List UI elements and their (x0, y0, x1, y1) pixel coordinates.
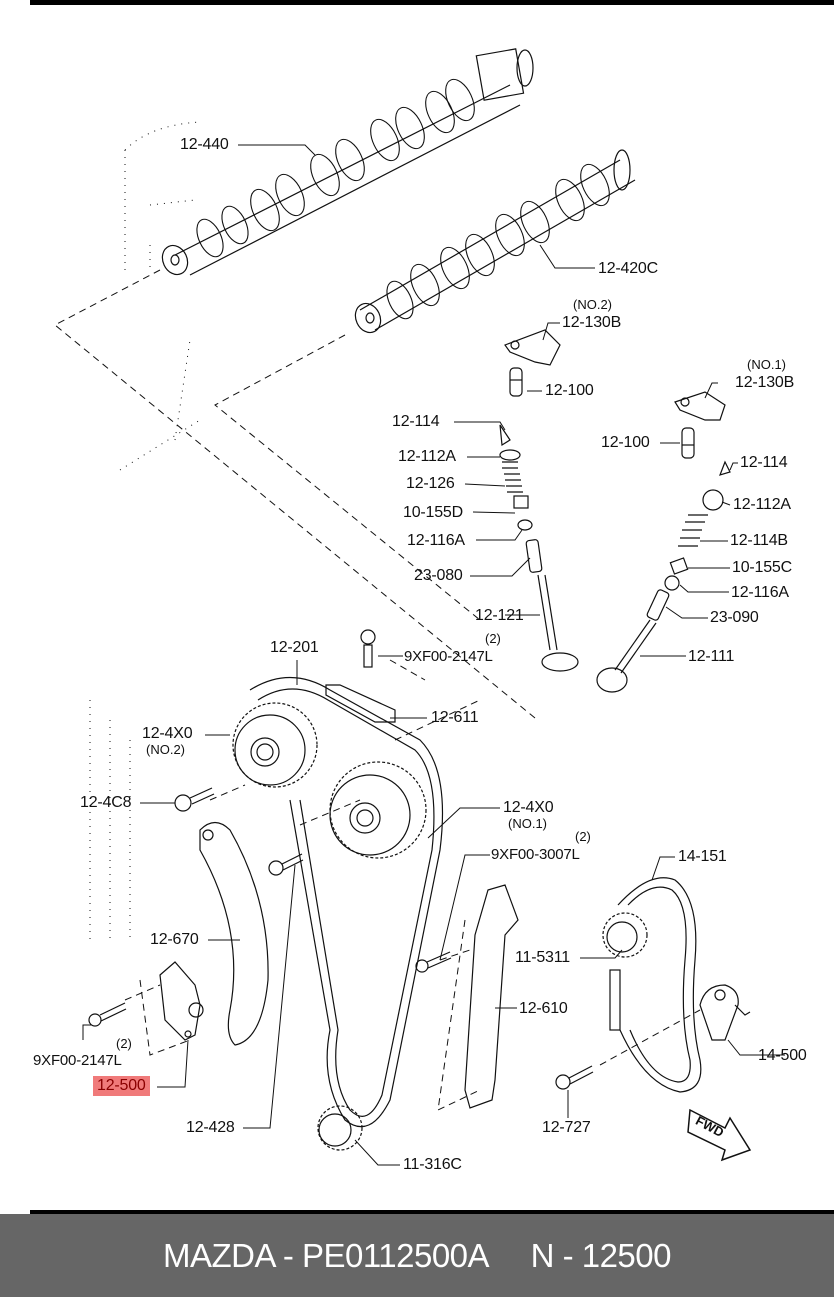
guide-lines (54, 269, 701, 1111)
label-12-4x0-no2[interactable]: 12-4X0 (142, 725, 193, 742)
label-12-4x0-no1[interactable]: 12-4X0 (503, 799, 554, 816)
bolt-12-4c8-drawing (174, 787, 215, 812)
label-12-111[interactable]: 12-111 (688, 648, 735, 665)
top-border (30, 0, 834, 5)
rocker-arm-no1-drawing (674, 391, 726, 421)
dotted-lines (89, 121, 201, 940)
valve-stack-left-drawing (499, 424, 579, 672)
bolt-3007l-drawing (415, 951, 452, 973)
footer-part-info: MAZDA - PE0112500A N - 12500 (162, 1236, 672, 1274)
label-12-201[interactable]: 12-201 (270, 639, 319, 656)
oil-pump-chain-14-151-drawing (617, 877, 702, 1093)
bolt-lower-left-drawing (88, 1002, 127, 1027)
lash-adjuster-b-drawing (681, 427, 695, 459)
label-9xf00-2147l-b[interactable]: 9XF00-2147L (33, 1052, 122, 1069)
diagram-drawing (54, 48, 785, 1166)
fwd-arrow-icon (687, 1108, 752, 1162)
label-12-116a-b[interactable]: 12-116A (731, 584, 789, 601)
label-14-500[interactable]: 14-500 (758, 1047, 807, 1064)
tensioner-arm-12-670-drawing (199, 821, 269, 1046)
label-12-428[interactable]: 12-428 (186, 1119, 235, 1136)
label-23-090[interactable]: 23-090 (710, 609, 759, 626)
label-12-100-a[interactable]: 12-100 (545, 382, 594, 399)
sprocket-no2-drawing (232, 702, 318, 788)
label-12-121[interactable]: 12-121 (475, 607, 524, 624)
label-12-130b-no1[interactable]: 12-130B (735, 374, 795, 391)
label-12-727[interactable]: 12-727 (542, 1119, 591, 1136)
label-12-611[interactable]: 12-611 (431, 709, 479, 726)
label-12-114-a[interactable]: 12-114 (392, 413, 440, 430)
camshaft-12-420c-drawing (354, 149, 636, 334)
label-10-155d[interactable]: 10-155D (403, 504, 463, 521)
label-12-114-b[interactable]: 12-114 (740, 454, 788, 471)
lash-adjuster-a-drawing (509, 367, 523, 397)
label-12-670[interactable]: 12-670 (150, 931, 199, 948)
sprocket-11-5311-drawing (602, 912, 648, 1031)
label-no2-sprocket: (NO.2) (146, 742, 185, 757)
chain-guide-12-611-drawing (325, 684, 396, 723)
label-no2-rocker: (NO.2) (573, 297, 612, 312)
footer-bar: MAZDA - PE0112500A N - 12500 (0, 1214, 834, 1297)
label-qty-2-c: (2) (116, 1036, 132, 1051)
label-12-500-highlighted[interactable]: 12-500 (93, 1076, 150, 1096)
label-9xf00-2147l-a[interactable]: 9XF00-2147L (404, 648, 493, 665)
label-12-130b-no2[interactable]: 12-130B (562, 314, 622, 331)
label-12-112a-a[interactable]: 12-112A (398, 448, 456, 465)
label-12-420c[interactable]: 12-420C (598, 260, 658, 277)
label-12-610[interactable]: 12-610 (519, 1000, 568, 1017)
label-12-440[interactable]: 12-440 (180, 136, 229, 153)
label-no1-rocker: (NO.1) (747, 357, 786, 372)
label-12-126[interactable]: 12-126 (406, 475, 455, 492)
sprocket-no1-drawing (329, 761, 427, 859)
label-12-114b[interactable]: 12-114B (730, 532, 788, 549)
leader-lines (82, 144, 785, 1166)
label-10-155c[interactable]: 10-155C (732, 559, 792, 576)
tensioner-14-500-drawing (699, 984, 751, 1041)
chain-guide-12-610-drawing (464, 884, 519, 1109)
valve-stack-right-drawing (596, 460, 731, 693)
label-qty-2-a: (2) (485, 631, 501, 646)
timing-chain-12-201-drawing (249, 676, 444, 1128)
label-14-151[interactable]: 14-151 (678, 848, 727, 865)
label-no1-sprocket: (NO.1) (508, 816, 547, 831)
label-12-4c8[interactable]: 12-4C8 (80, 794, 132, 811)
label-12-116a-a[interactable]: 12-116A (407, 532, 465, 549)
bolt-top-drawing (360, 629, 376, 668)
label-11-5311[interactable]: 11-5311 (515, 949, 570, 966)
crank-sprocket-11-316c-drawing (317, 1105, 363, 1151)
tensioner-12-500-drawing (159, 961, 204, 1041)
label-12-100-b[interactable]: 12-100 (601, 434, 650, 451)
bottom-border (30, 1210, 834, 1214)
label-23-080[interactable]: 23-080 (414, 567, 463, 584)
label-12-112a-b[interactable]: 12-112A (733, 496, 791, 513)
label-9xf00-3007l[interactable]: 9XF00-3007L (491, 846, 580, 863)
rocker-arm-no2-drawing (504, 329, 561, 366)
parts-diagram: 12-440 12-420C (NO.2) 12-130B 12-100 (NO… (33, 48, 807, 1173)
label-qty-2-b: (2) (575, 829, 591, 844)
bolt-12-727-drawing (555, 1065, 594, 1090)
bolt-12-428-drawing (268, 853, 304, 876)
label-11-316c[interactable]: 11-316C (403, 1156, 462, 1173)
camshaft-12-440-drawing (161, 48, 534, 276)
